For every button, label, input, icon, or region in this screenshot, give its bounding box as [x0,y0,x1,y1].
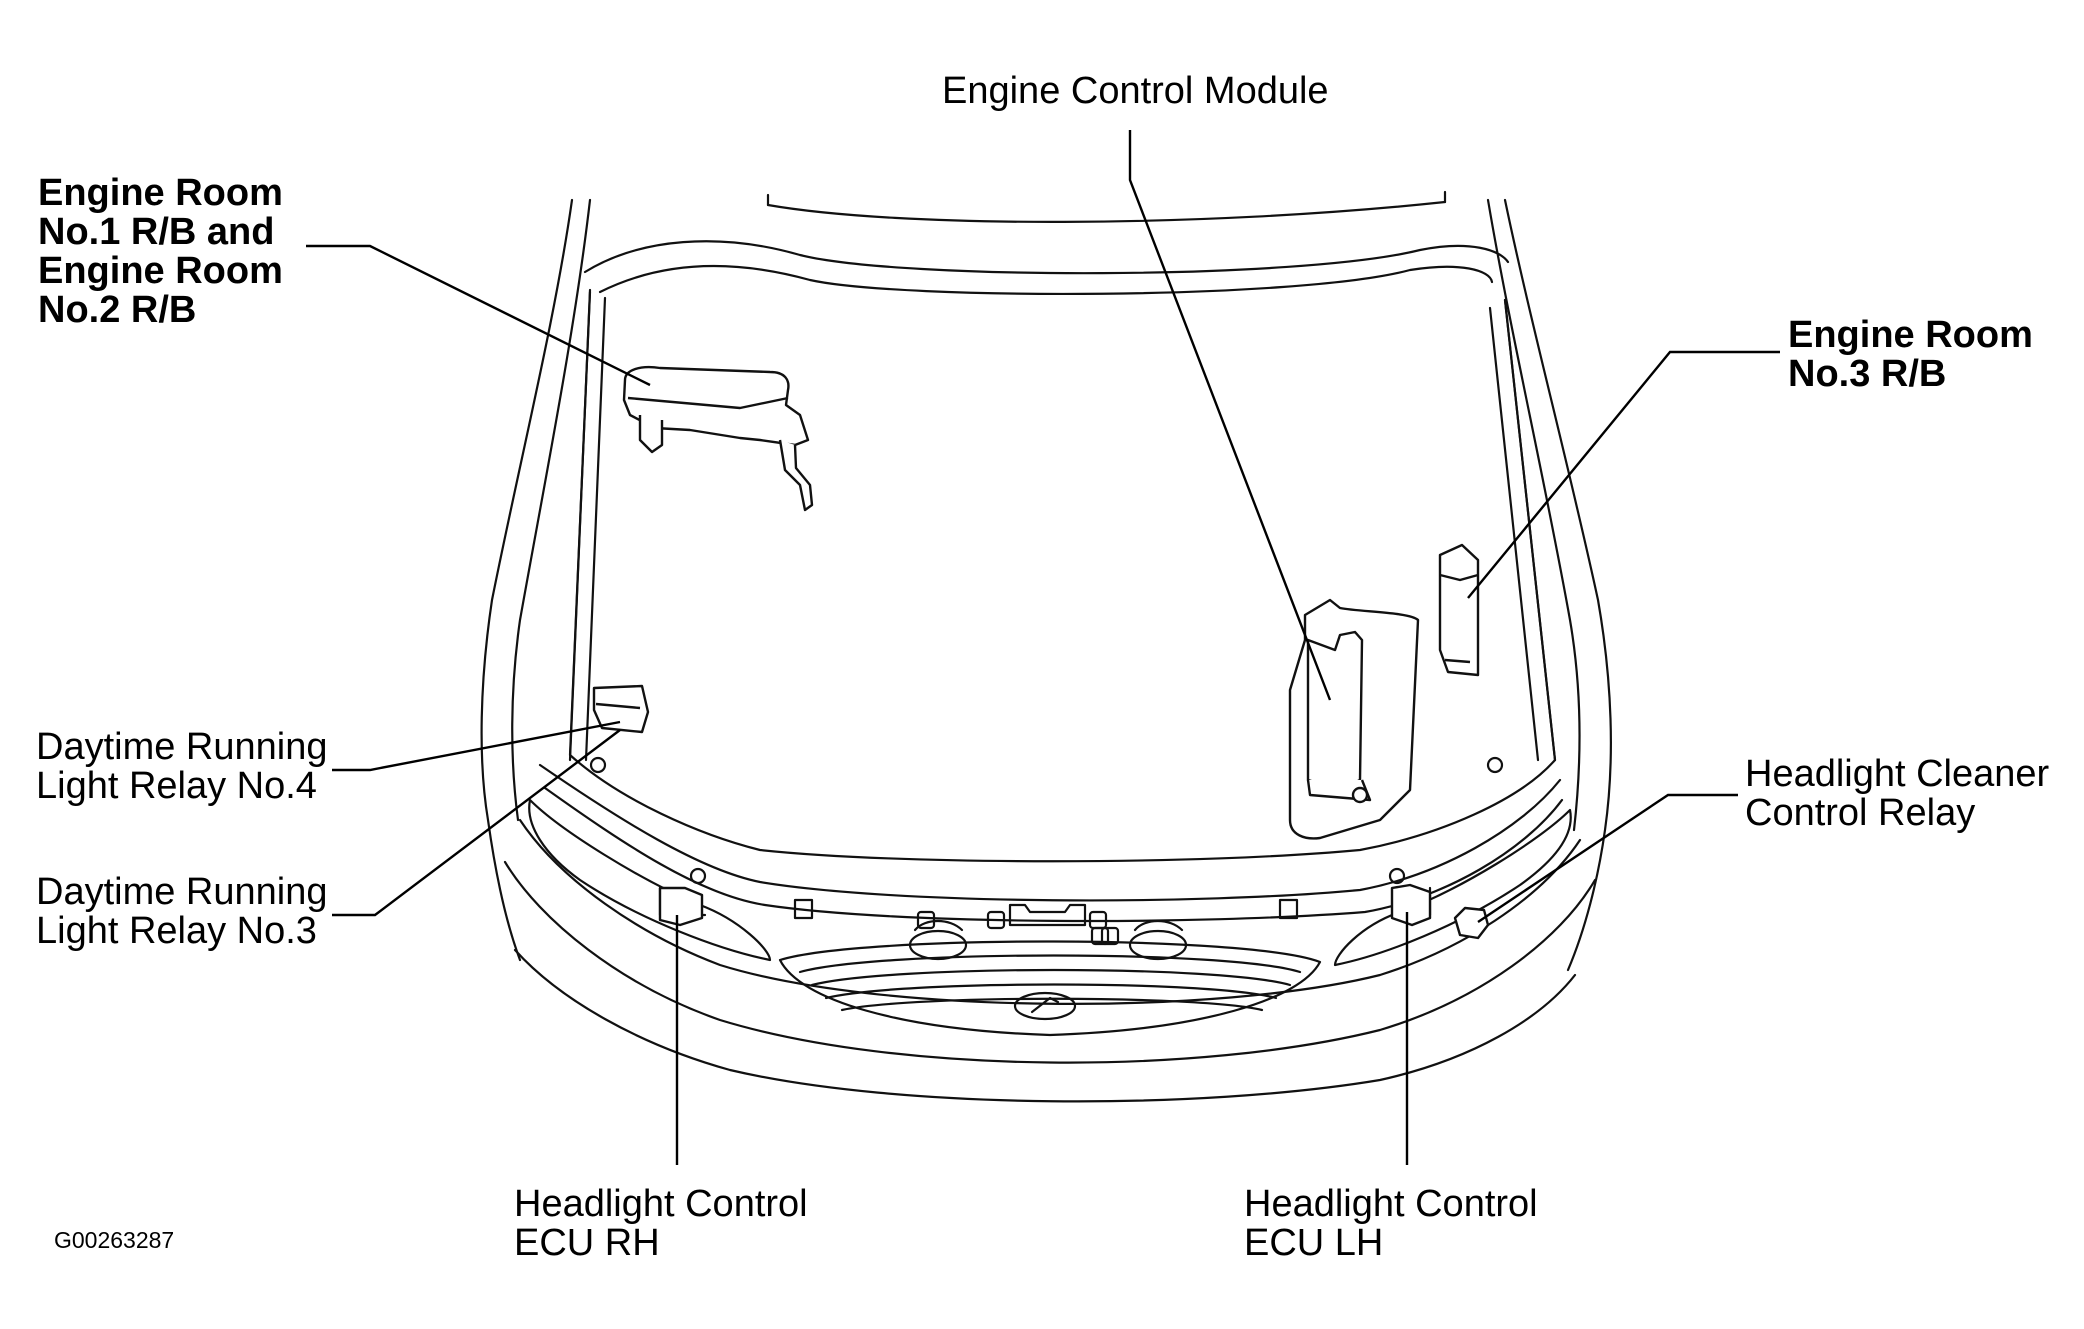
engine-room-no3-rb-part [1438,543,1480,677]
leader-engine-room-no3 [1467,350,1780,599]
car-body-outline [480,190,1612,1103]
label-headlight-control-ecu-rh: Headlight Control ECU RH [514,1183,808,1264]
leader-lines [306,130,1780,1165]
engine-control-module-part [1288,598,1420,840]
headlight-cleaner-relay-part [1453,906,1490,940]
headlight-ecu-lh-part [1390,883,1432,927]
leader-headlight-cleaner-relay [1477,793,1738,923]
leader-engine-room-no1-no2 [306,244,651,387]
leader-engine-control-module [1128,130,1332,701]
label-engine-room-no3-rb: Engine Room No.3 R/B [1788,314,2033,395]
label-drl-relay-no4: Daytime Running Light Relay No.4 [36,726,328,807]
engine-room-no1-no2-rb-part [622,366,814,512]
label-headlight-cleaner-control-relay: Headlight Cleaner Control Relay [1745,753,2050,834]
leader-drl-relay-no4 [332,720,621,772]
headlight-ecu-rh-part [658,886,704,927]
label-headlight-control-ecu-lh: Headlight Control ECU LH [1244,1183,1538,1264]
label-engine-room-no1-no2-rb: Engine Room No.1 R/B and Engine Room No.… [38,172,283,331]
label-engine-control-module: Engine Control Module [942,70,1329,112]
figure-code: G00263287 [54,1227,175,1253]
leader-drl-relay-no3 [332,729,621,917]
drl-relay-no4-part [592,684,650,734]
label-drl-relay-no3: Daytime Running Light Relay No.3 [36,871,328,952]
